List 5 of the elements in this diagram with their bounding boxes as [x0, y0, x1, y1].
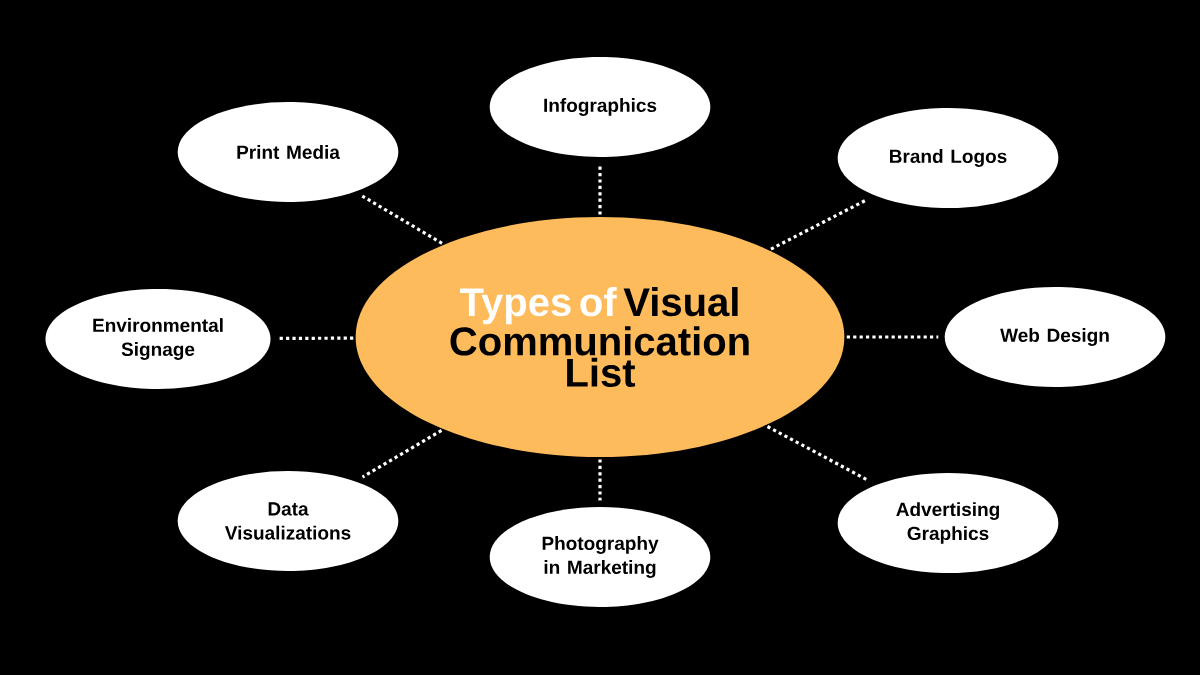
connector-line	[598, 459, 602, 501]
connector-line	[846, 335, 939, 339]
connector-line	[766, 425, 870, 483]
connector-line	[361, 194, 443, 245]
connector-line	[361, 429, 443, 479]
